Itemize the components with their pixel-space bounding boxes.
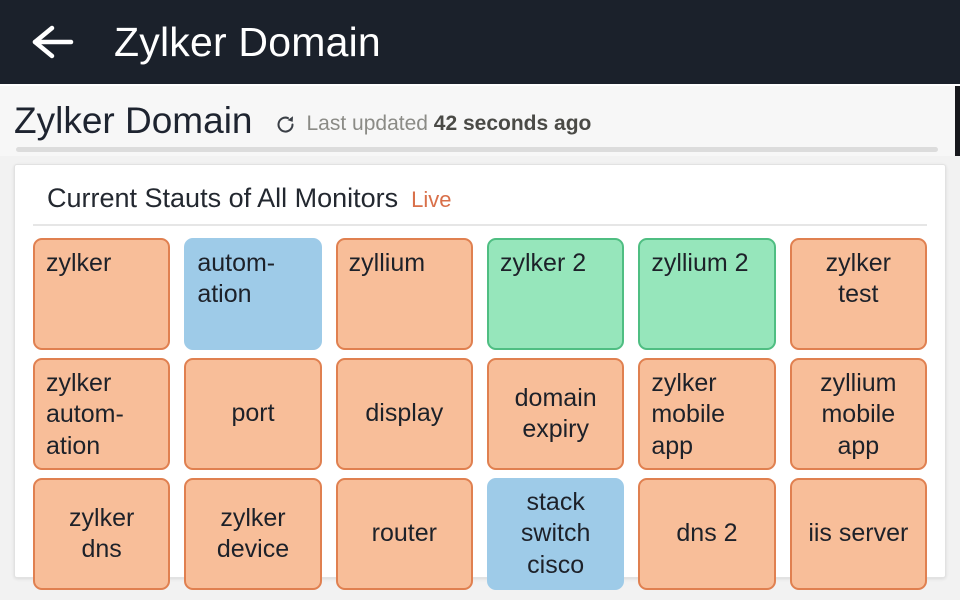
content-area: Current Stauts of All Monitors Live zylk… (0, 156, 960, 600)
monitor-tile-label: zylker (46, 249, 112, 277)
monitor-tile[interactable]: zylker dns (33, 478, 171, 590)
monitor-tile-label: dns 2 (676, 519, 738, 548)
monitor-tile[interactable]: stack switch cisco (486, 478, 625, 590)
monitor-tile[interactable]: domain expiry (486, 358, 625, 470)
live-badge: Live (411, 187, 452, 212)
page-title: Zylker Domain (14, 100, 253, 141)
last-updated-value: 42 seconds ago (433, 112, 592, 135)
monitor-tile[interactable]: zyllium (335, 238, 473, 350)
refresh-icon[interactable] (275, 114, 296, 135)
app-bar-title: Zylker Domain (114, 18, 381, 65)
last-updated-prefix: Last updated (306, 112, 434, 135)
back-arrow-icon[interactable] (28, 20, 80, 64)
monitor-tile-label: zyllium 2 (651, 249, 749, 277)
app-bar: Zylker Domain (0, 0, 960, 84)
monitor-tile[interactable]: zylker (33, 238, 171, 350)
monitor-tile[interactable]: display (335, 358, 473, 470)
monitor-tile[interactable]: zylker autom- ation (33, 358, 171, 470)
monitor-tile-label: iis server (808, 519, 909, 548)
monitor-tile-label: zylker mobile app (651, 369, 725, 460)
right-edge-strip (955, 86, 960, 156)
monitor-tile-label: zylker dns (69, 503, 135, 563)
monitor-tile-label: display (365, 399, 444, 428)
monitor-tile-label: zylker device (216, 503, 290, 563)
last-updated-text: Last updated 42 seconds ago (307, 112, 592, 136)
last-updated-group: Last updated 42 seconds ago (275, 106, 592, 136)
monitor-tile-label: port (231, 399, 275, 428)
monitor-tile[interactable]: iis server (789, 478, 927, 590)
monitor-tile-label: zylker autom- ation (46, 369, 124, 460)
monitor-tile[interactable]: zyllium 2 (638, 238, 776, 350)
monitor-tile[interactable]: autom- ation (184, 238, 322, 350)
monitor-grid: zylker autom- ation zyllium zylker 2 zyllium… (33, 226, 927, 590)
monitor-tile-label: stack switch cisco (520, 488, 591, 579)
monitor-tile[interactable]: zylker mobile app (638, 358, 776, 470)
monitors-card-title: Current Stauts of All Monitors (47, 183, 399, 213)
monitor-tile-label: zylker test (825, 249, 891, 309)
monitor-tile[interactable]: port (184, 358, 322, 470)
monitors-card-header: Current Stauts of All Monitors Live (33, 179, 927, 226)
monitor-tile-label: domain expiry (514, 383, 597, 443)
monitor-tile-label: router (371, 519, 437, 548)
monitor-tile[interactable]: zyllium mobile app (789, 358, 927, 470)
monitor-tile[interactable]: zylker test (789, 238, 927, 350)
sub-header: Zylker Domain Last updated 42 seconds ag… (0, 84, 960, 156)
monitor-tile-label: zyllium mobile app (820, 369, 897, 460)
monitors-card: Current Stauts of All Monitors Live zylk… (14, 164, 946, 590)
monitor-tile-label: zylker 2 (499, 249, 587, 277)
monitor-tile[interactable]: zylker 2 (486, 238, 625, 350)
monitor-tile[interactable]: zylker device (184, 478, 322, 590)
monitor-tile-label: autom- ation (197, 249, 276, 309)
monitor-tile[interactable]: dns 2 (638, 478, 776, 590)
monitor-tile-label: zyllium (348, 249, 426, 277)
sub-header-divider (16, 147, 938, 152)
monitor-tile[interactable]: router (335, 478, 473, 590)
